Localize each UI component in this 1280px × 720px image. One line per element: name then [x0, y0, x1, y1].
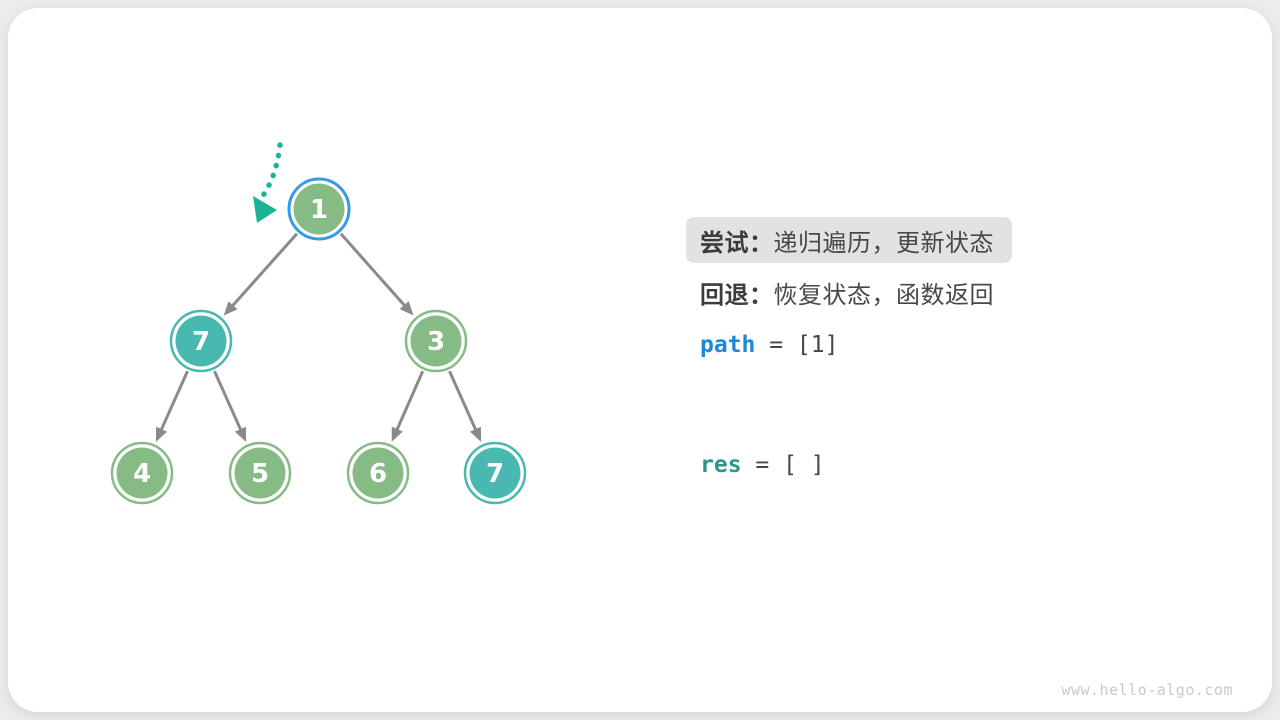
tree-node-label: 5 — [251, 459, 269, 489]
tree-node-label: 6 — [369, 459, 387, 489]
current-pointer-dotted-arrow — [256, 142, 283, 204]
tree-node-ring — [169, 309, 233, 373]
tree-edge — [394, 370, 425, 433]
figure-card — [8, 8, 1272, 712]
tree-edge — [448, 370, 479, 433]
tree-edge-arrowhead — [399, 301, 414, 316]
tree-edge-arrowhead — [469, 426, 482, 442]
tree-edge-arrowhead — [391, 426, 403, 442]
tree-node — [469, 447, 521, 499]
tree-node-label: 4 — [133, 459, 151, 489]
tree-node-ring — [346, 441, 410, 505]
tree-node — [175, 315, 227, 367]
try-highlight-box: 尝试： 递归遍历，更新状态 — [686, 217, 1012, 263]
tree-edge — [213, 370, 244, 433]
current-pointer-arrowhead — [253, 196, 277, 223]
try-text: 递归遍历，更新状态 — [773, 229, 994, 257]
tree-edge — [229, 232, 299, 309]
tree-node-label: 7 — [486, 459, 504, 489]
tree-node-label: 3 — [427, 327, 445, 357]
path-variable-name: path — [700, 332, 756, 358]
path-variable-line: path = [1] — [700, 330, 838, 360]
tree-node-ring — [287, 177, 351, 241]
tree-edge-arrowhead — [234, 426, 247, 442]
undo-line: 回退： 恢复状态，函数返回 — [700, 277, 994, 309]
tree-node — [116, 447, 168, 499]
tree-node — [234, 447, 286, 499]
tree-node — [410, 315, 462, 367]
res-variable-line: res = [ ] — [700, 450, 825, 480]
tree-node — [293, 183, 345, 235]
path-variable-value: = [1] — [755, 332, 839, 358]
res-variable-value: = [ ] — [741, 452, 825, 478]
tree-edge — [339, 232, 408, 309]
tree-node-label: 7 — [192, 327, 210, 357]
undo-label: 回退： — [700, 281, 774, 309]
tree-edge-arrowhead — [223, 301, 238, 316]
tree-node-ring — [404, 309, 468, 373]
tree-edge — [158, 370, 189, 433]
res-variable-name: res — [700, 452, 742, 478]
tree-node-ring — [110, 441, 174, 505]
watermark: www.hello-algo.com — [1061, 681, 1233, 699]
tree-node — [352, 447, 404, 499]
tree-node-label: 1 — [310, 195, 328, 225]
undo-text: 恢复状态，函数返回 — [773, 281, 994, 309]
tree-node-ring — [228, 441, 292, 505]
tree-node-ring — [463, 441, 527, 505]
try-label: 尝试： — [700, 229, 774, 257]
tree-edge-arrowhead — [155, 426, 168, 442]
